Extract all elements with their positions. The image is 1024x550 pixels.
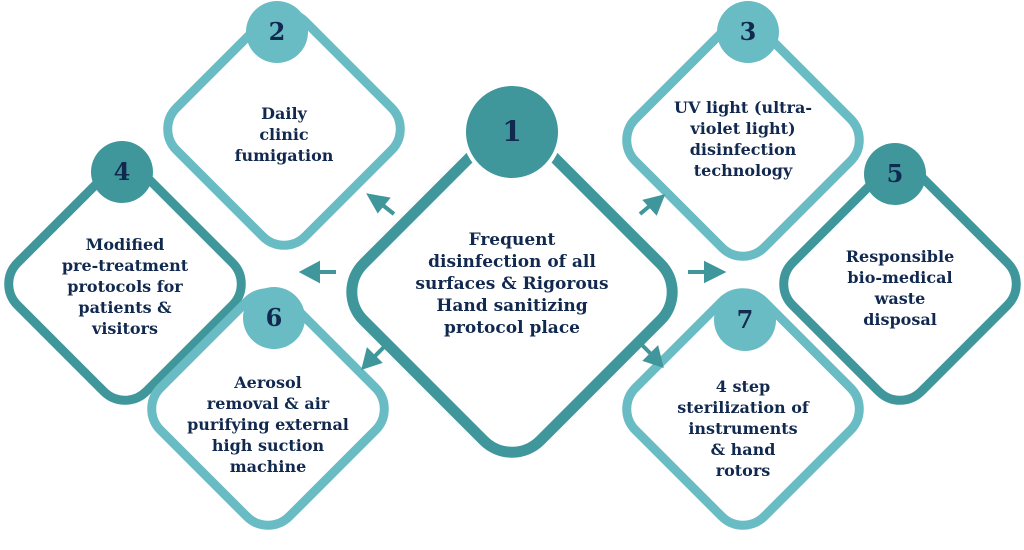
- item-6-number: 6: [265, 303, 283, 332]
- item-3-number: 3: [739, 17, 757, 46]
- diamond-7: [622, 288, 864, 530]
- diamond-4: [4, 141, 246, 405]
- item-2-number: 2: [268, 17, 286, 46]
- item-5-label: Responsible bio-medical waste disposal: [845, 247, 955, 329]
- badge-4: [91, 141, 153, 203]
- item-2-label: Daily clinic fumigation: [234, 104, 334, 165]
- item-4-label: Modified pre-treatment protocols for pat…: [61, 235, 189, 338]
- badge-3: [717, 1, 779, 63]
- diamond-3: [622, 1, 864, 261]
- center-diamond: [346, 82, 678, 458]
- item-3-label: UV light (ultra- violet light) disinfect…: [674, 98, 812, 180]
- badge-6: [243, 287, 305, 349]
- item-6-label: Aerosol removal & air purifying external…: [187, 373, 349, 476]
- badge-5: [864, 143, 926, 205]
- badge-2: [246, 1, 308, 63]
- diamond-6: [147, 287, 389, 530]
- item-4-number: 4: [113, 157, 131, 186]
- item-5-number: 5: [886, 159, 904, 188]
- badge-1: [462, 82, 562, 182]
- item-7-number: 7: [736, 305, 754, 334]
- badge-7: [714, 289, 776, 351]
- diamond-5: [779, 143, 1021, 405]
- item-7-label: 4 step sterilization of instruments & ha…: [677, 377, 809, 480]
- center-label: Frequent disinfection of all surfaces & …: [415, 230, 609, 338]
- arrows: [298, 193, 727, 371]
- diamond-2: [163, 1, 405, 250]
- center-number: 1: [502, 115, 522, 148]
